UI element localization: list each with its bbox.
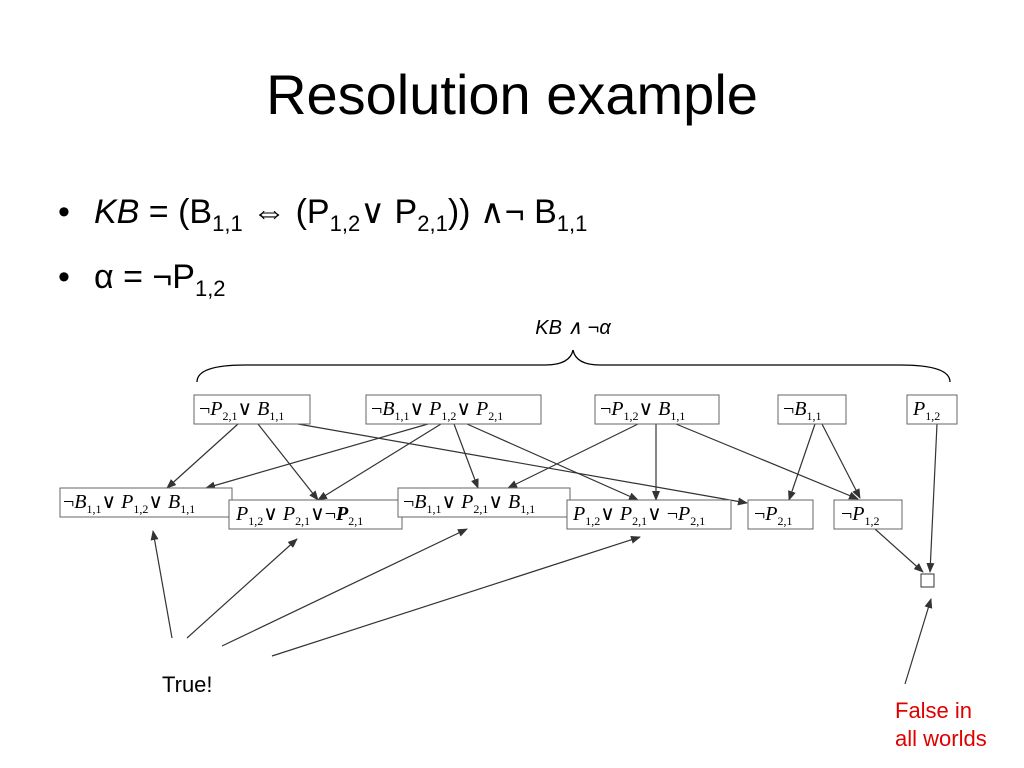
clause-box-r4: P1,2∨ P2,1∨ ¬P2,1 [566, 499, 732, 530]
kb-part: = (B [139, 193, 213, 231]
edge [675, 423, 859, 500]
bullet-alpha: • α = ¬P1,2 [58, 258, 226, 302]
edge [297, 423, 748, 506]
edge [205, 423, 429, 490]
edge [788, 423, 816, 501]
kb-symbol: KB [94, 193, 140, 231]
annotation-arrow [186, 538, 298, 639]
bullet-kb: •KB = (B1,1 ⇔ (P1,2∨ P2,1)) ∧¬ B1,1 [58, 192, 587, 237]
svg-text:P1,2∨ P2,1∨ ¬P2,1: P1,2∨ P2,1∨ ¬P2,1 [572, 503, 705, 528]
alpha-part: ¬P [152, 258, 195, 296]
edge [257, 423, 319, 501]
brace-label: KB ∧ ¬α [535, 317, 611, 339]
kb-part: ⇔ (P [242, 193, 330, 231]
clause-box-r5: ¬P2,1 [747, 499, 814, 530]
annotation-arrow [221, 528, 468, 647]
edge [874, 528, 924, 573]
edge [926, 423, 938, 573]
clause-box-r1: ¬B1,1∨ P1,2∨ B1,1 [59, 487, 233, 518]
edge [821, 423, 861, 499]
kb-sub: 1,2 [329, 211, 361, 236]
edge [507, 423, 639, 489]
empty-clause-box [920, 573, 935, 588]
clause-box-c3: ¬P1,2∨ B1,1 [594, 394, 720, 425]
svg-text:P1,2: P1,2 [912, 398, 940, 423]
edge [453, 423, 479, 489]
svg-text:P1,2∨ P2,1∨¬P2,1: P1,2∨ P2,1∨¬P2,1 [235, 503, 363, 528]
false-label: False in all worlds [895, 698, 987, 751]
clause-box-c5: P1,2 [906, 394, 958, 425]
annotation-arrow [271, 535, 641, 657]
kb-part: ∨ P [360, 193, 418, 231]
edge [166, 423, 239, 489]
clause-box-c2: ¬B1,1∨ P1,2∨ P2,1 [365, 394, 542, 425]
bullet-dot: • [58, 258, 70, 296]
clause-box-r6: ¬P1,2 [833, 499, 903, 530]
bullet-dot: • [58, 193, 70, 231]
svg-text:¬B1,1∨ P2,1∨ B1,1: ¬B1,1∨ P2,1∨ B1,1 [403, 491, 535, 516]
svg-text:¬B1,1∨ P1,2∨ P2,1: ¬B1,1∨ P1,2∨ P2,1 [371, 398, 503, 423]
annotation-arrow [150, 530, 173, 639]
slide-title: Resolution example [266, 63, 758, 126]
annotation-arrow [904, 598, 933, 685]
edge [317, 423, 442, 501]
kb-part: )) ∧¬ B [447, 193, 557, 231]
true-label: True! [162, 672, 213, 697]
clause-box-c4: ¬B1,1 [777, 394, 847, 425]
clause-box-c1: ¬P2,1∨ B1,1 [193, 394, 311, 425]
kb-sub: 2,1 [417, 211, 448, 236]
svg-text:¬P2,1: ¬P2,1 [754, 503, 793, 528]
edge [466, 423, 639, 501]
clause-box-r3: ¬B1,1∨ P2,1∨ B1,1 [397, 487, 571, 518]
brace [196, 349, 951, 383]
kb-sub: 1,1 [212, 211, 243, 236]
kb-sub: 1,1 [556, 211, 588, 236]
clause-box-r2: P1,2∨ P2,1∨¬P2,1 [228, 499, 403, 530]
svg-text:¬B1,1∨ P1,2∨ B1,1: ¬B1,1∨ P1,2∨ B1,1 [63, 491, 195, 516]
alpha-part: α = [94, 258, 153, 296]
alpha-sub: 1,2 [194, 276, 226, 301]
